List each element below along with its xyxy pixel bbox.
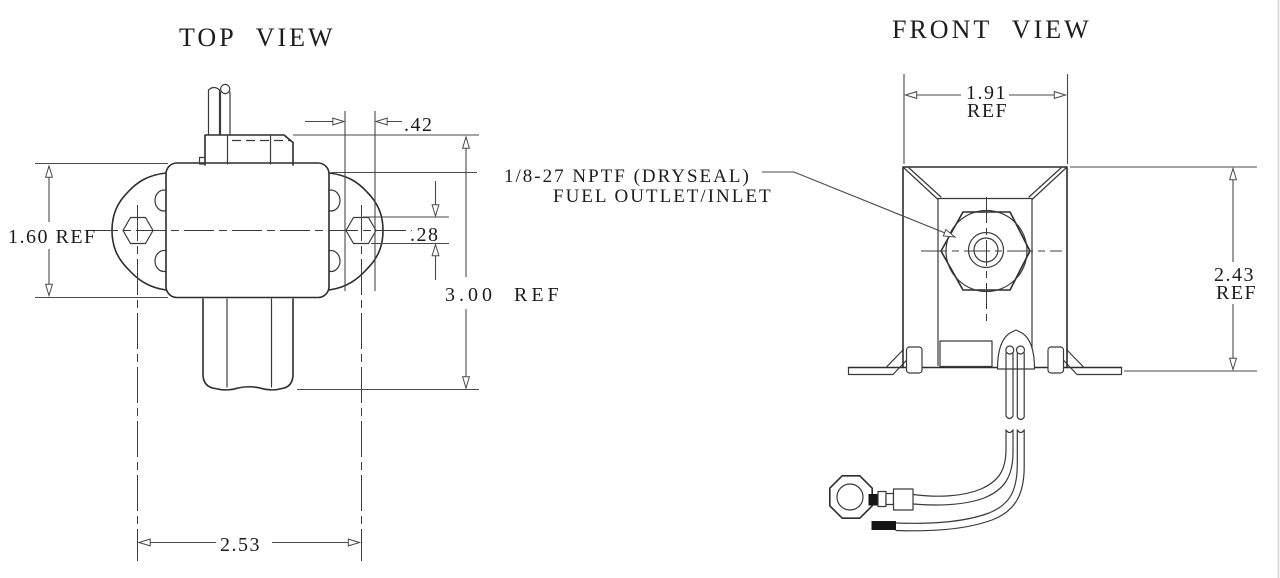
- top-view-centerlines: [88, 205, 412, 561]
- housing-chamfer-left: [903, 166, 942, 201]
- dim-text-mounting-centers: 2.53: [220, 534, 261, 556]
- wire-end: [1015, 345, 1026, 355]
- dim-text-height-value: 2.43: [1214, 264, 1255, 286]
- dim-text-width-ref: REF: [967, 100, 1008, 122]
- wire-end: [1005, 345, 1015, 355]
- front-view-centerlines: [921, 197, 1062, 322]
- housing-chamfer-right: [1028, 166, 1067, 201]
- retaining-clip-right: [1047, 346, 1065, 374]
- front-view-dimensions: [762, 74, 1257, 372]
- dim-text-body-width: 1.60 REF: [8, 226, 97, 248]
- dim-text-overall-height: 3.00 REF: [445, 284, 563, 306]
- front-view-title: FRONT VIEW: [892, 15, 1092, 44]
- top-view: TOP VIEW 1.60 REF .42 .28 3.00 REF 2.53: [8, 23, 563, 561]
- dim-text-across-corners: .42: [404, 114, 434, 136]
- wire-tubes-top: [207, 86, 231, 136]
- top-view-title: TOP VIEW: [179, 23, 336, 52]
- dim-text-width-value: 1.91: [966, 82, 1007, 104]
- ext-line: [344, 111, 376, 291]
- body-notch: [198, 156, 206, 165]
- mounting-bracket-left: [111, 172, 167, 291]
- retaining-clip-left: [905, 346, 923, 374]
- upper-hex-facets: [226, 135, 272, 165]
- wire-stripped: [895, 429, 1025, 532]
- crimp-sleeve: [877, 490, 887, 508]
- wire-tube-end: [219, 83, 231, 95]
- ext-line: [293, 134, 479, 391]
- wires-break-resume: [1005, 429, 1025, 434]
- wire-to-terminal: [912, 429, 1014, 506]
- front-view-geometry: [828, 166, 1123, 532]
- dim-text-height-ref: REF: [1216, 282, 1257, 304]
- dim-text-across-flats: .28: [410, 224, 440, 246]
- top-view-geometry: [111, 83, 384, 391]
- housing-outline: [902, 166, 1068, 369]
- port-callout-line2: FUEL OUTLET/INLET: [553, 186, 773, 207]
- ext-line: [35, 162, 168, 299]
- callout-leader-line: [762, 171, 957, 238]
- ext-line: [903, 74, 1069, 164]
- crimp-barrel: [892, 488, 914, 511]
- ring-terminal: [828, 474, 874, 520]
- wires-upper-section: [1005, 352, 1025, 421]
- crimp-sleeve: [885, 492, 895, 506]
- terminal-block: [939, 340, 993, 368]
- crimp-black: [868, 494, 878, 506]
- port-callout-line1: 1/8-27 NPTF (DRYSEAL): [504, 166, 751, 187]
- front-view: FRONT VIEW 1.91 REF 2.43 REF 1/8-27 NPTF…: [504, 15, 1257, 532]
- lower-hex-facets: [226, 298, 273, 388]
- wire-stripped-tip: [871, 521, 896, 530]
- upper-hex-fitting: [204, 134, 294, 166]
- mounting-foot-right: [1058, 348, 1123, 376]
- mounting-foot-left: [847, 348, 912, 376]
- ring-terminal-hole: [836, 483, 864, 511]
- lower-hex-fitting: [202, 298, 294, 391]
- top-view-dimensions: [35, 111, 479, 547]
- housing-inner: [937, 197, 1033, 367]
